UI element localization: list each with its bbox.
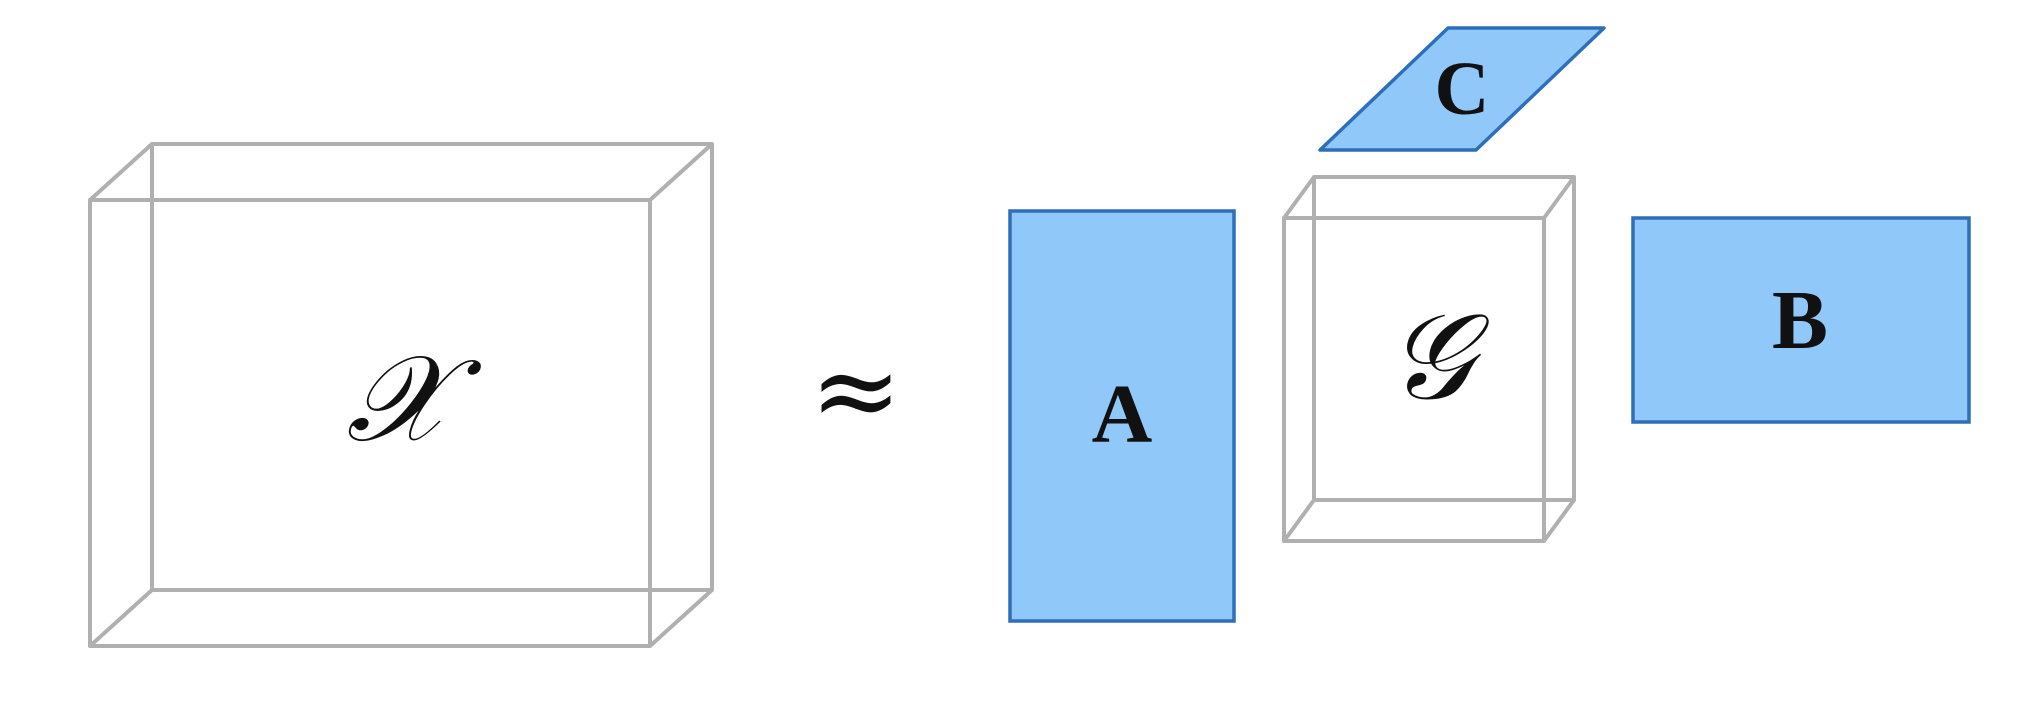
tensor-x-back-face xyxy=(150,142,714,592)
tensor-x-edge xyxy=(88,588,154,648)
core-g-box xyxy=(1282,175,1576,543)
tensor-x-edge xyxy=(88,142,154,202)
core-g-edge xyxy=(1542,498,1576,543)
factor-c-label: C xyxy=(1435,47,1490,131)
tensor-x-box xyxy=(88,142,714,648)
tensor-x-edge xyxy=(648,588,714,648)
core-g-front-face xyxy=(1282,216,1546,543)
factor-a-label: A xyxy=(1092,368,1153,461)
core-g-back-face xyxy=(1312,175,1576,502)
factor-a-rect xyxy=(1008,209,1236,623)
core-g-edge xyxy=(1282,498,1316,543)
tensor-x-label: 𝒳 xyxy=(346,330,482,469)
factor-b-rect xyxy=(1631,216,1971,424)
factor-c-parallelogram xyxy=(1318,26,1606,152)
core-g-edge xyxy=(1282,175,1316,220)
tensor-x-front-face xyxy=(88,198,652,648)
tensor-x-edge xyxy=(648,142,714,202)
approx-symbol: ≈ xyxy=(810,326,902,454)
factor-b-label: B xyxy=(1772,274,1828,367)
core-g-edge xyxy=(1542,175,1576,220)
core-g-label: 𝒢 xyxy=(1387,288,1490,427)
